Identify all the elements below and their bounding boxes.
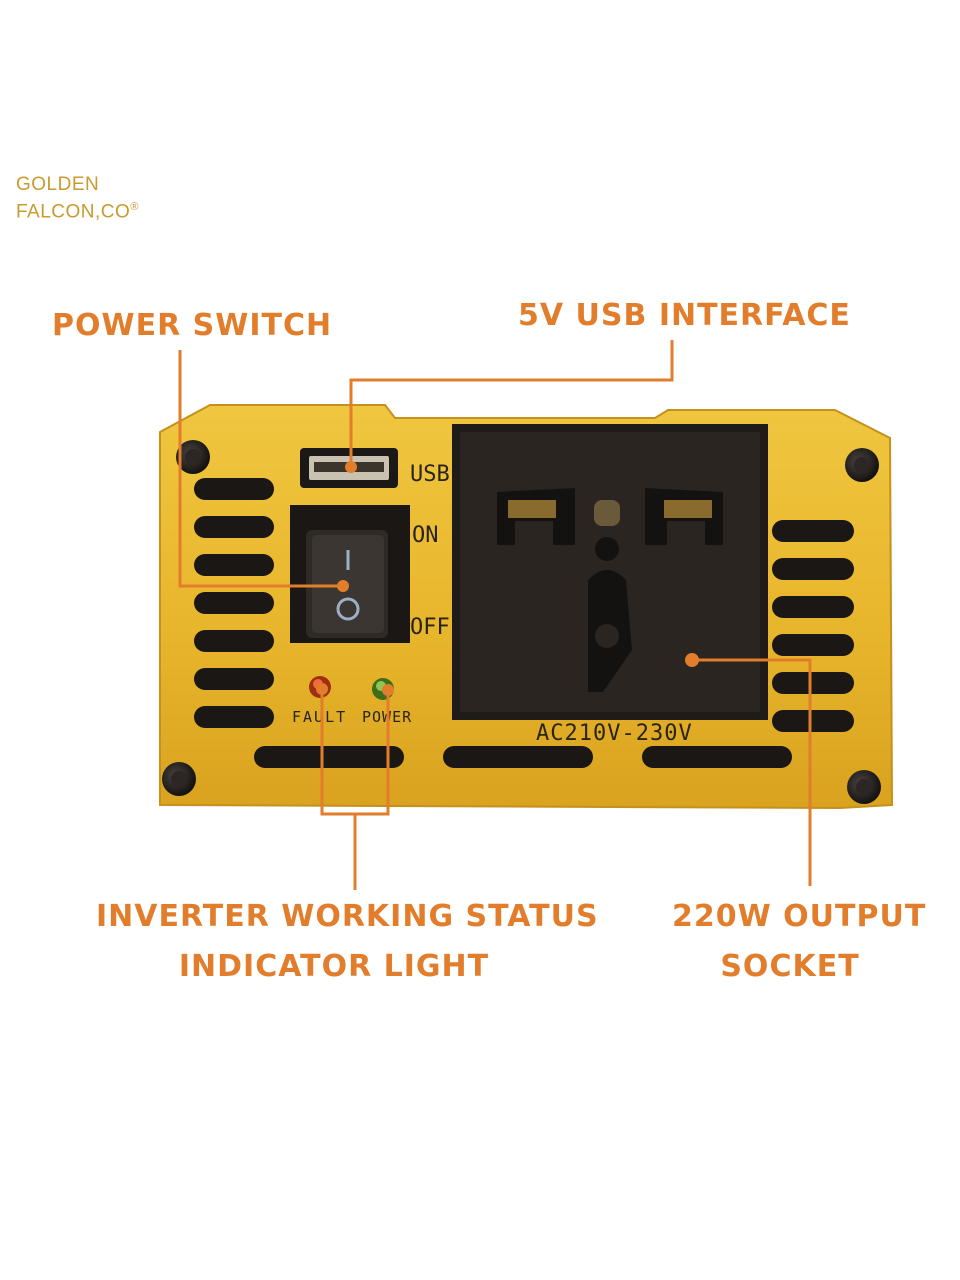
brand-logo: GOLDEN FALCON,CO®	[16, 174, 139, 223]
brand-line-2: FALCON,CO®	[16, 201, 139, 223]
socket-callout-line-2: SOCKET	[720, 949, 860, 984]
brand-line-1: GOLDEN	[16, 174, 100, 195]
power-switch-leader	[178, 350, 338, 588]
on-label: ON	[412, 523, 439, 548]
callout-lines	[178, 340, 812, 890]
usb-leader	[349, 340, 674, 464]
inverter-front-panel: USB ON OFF FAULT POWER	[159, 404, 894, 810]
usb-interface-callout: 5V USB INTERFACE	[518, 298, 851, 333]
left-vents	[194, 478, 274, 728]
power-switch-callout: POWER SWITCH	[52, 308, 333, 343]
socket-callout-line-1: 220W OUTPUT	[672, 899, 927, 934]
screw-icon	[847, 770, 881, 804]
right-vents	[772, 520, 854, 732]
bottom-vents	[254, 746, 792, 768]
universal-outlet-icon[interactable]	[452, 424, 768, 720]
fault-label: FAULT	[292, 708, 347, 726]
screw-icon	[162, 762, 196, 796]
socket-leader	[692, 658, 812, 886]
off-label: OFF	[410, 615, 450, 640]
screw-icon	[176, 440, 210, 474]
usb-label: USB	[410, 462, 450, 487]
status-light-callout: INVERTER WORKING STATUS INDICATOR LIGHT	[96, 892, 599, 992]
screw-icon	[845, 448, 879, 482]
rocker-switch-icon[interactable]	[290, 505, 410, 643]
status-callout-line-2: INDICATOR LIGHT	[178, 949, 490, 984]
status-callout-line-1: INVERTER WORKING STATUS	[96, 899, 599, 934]
output-socket-callout: 220W OUTPUT SOCKET	[672, 892, 927, 992]
voltage-label: AC210V-230V	[536, 721, 693, 746]
